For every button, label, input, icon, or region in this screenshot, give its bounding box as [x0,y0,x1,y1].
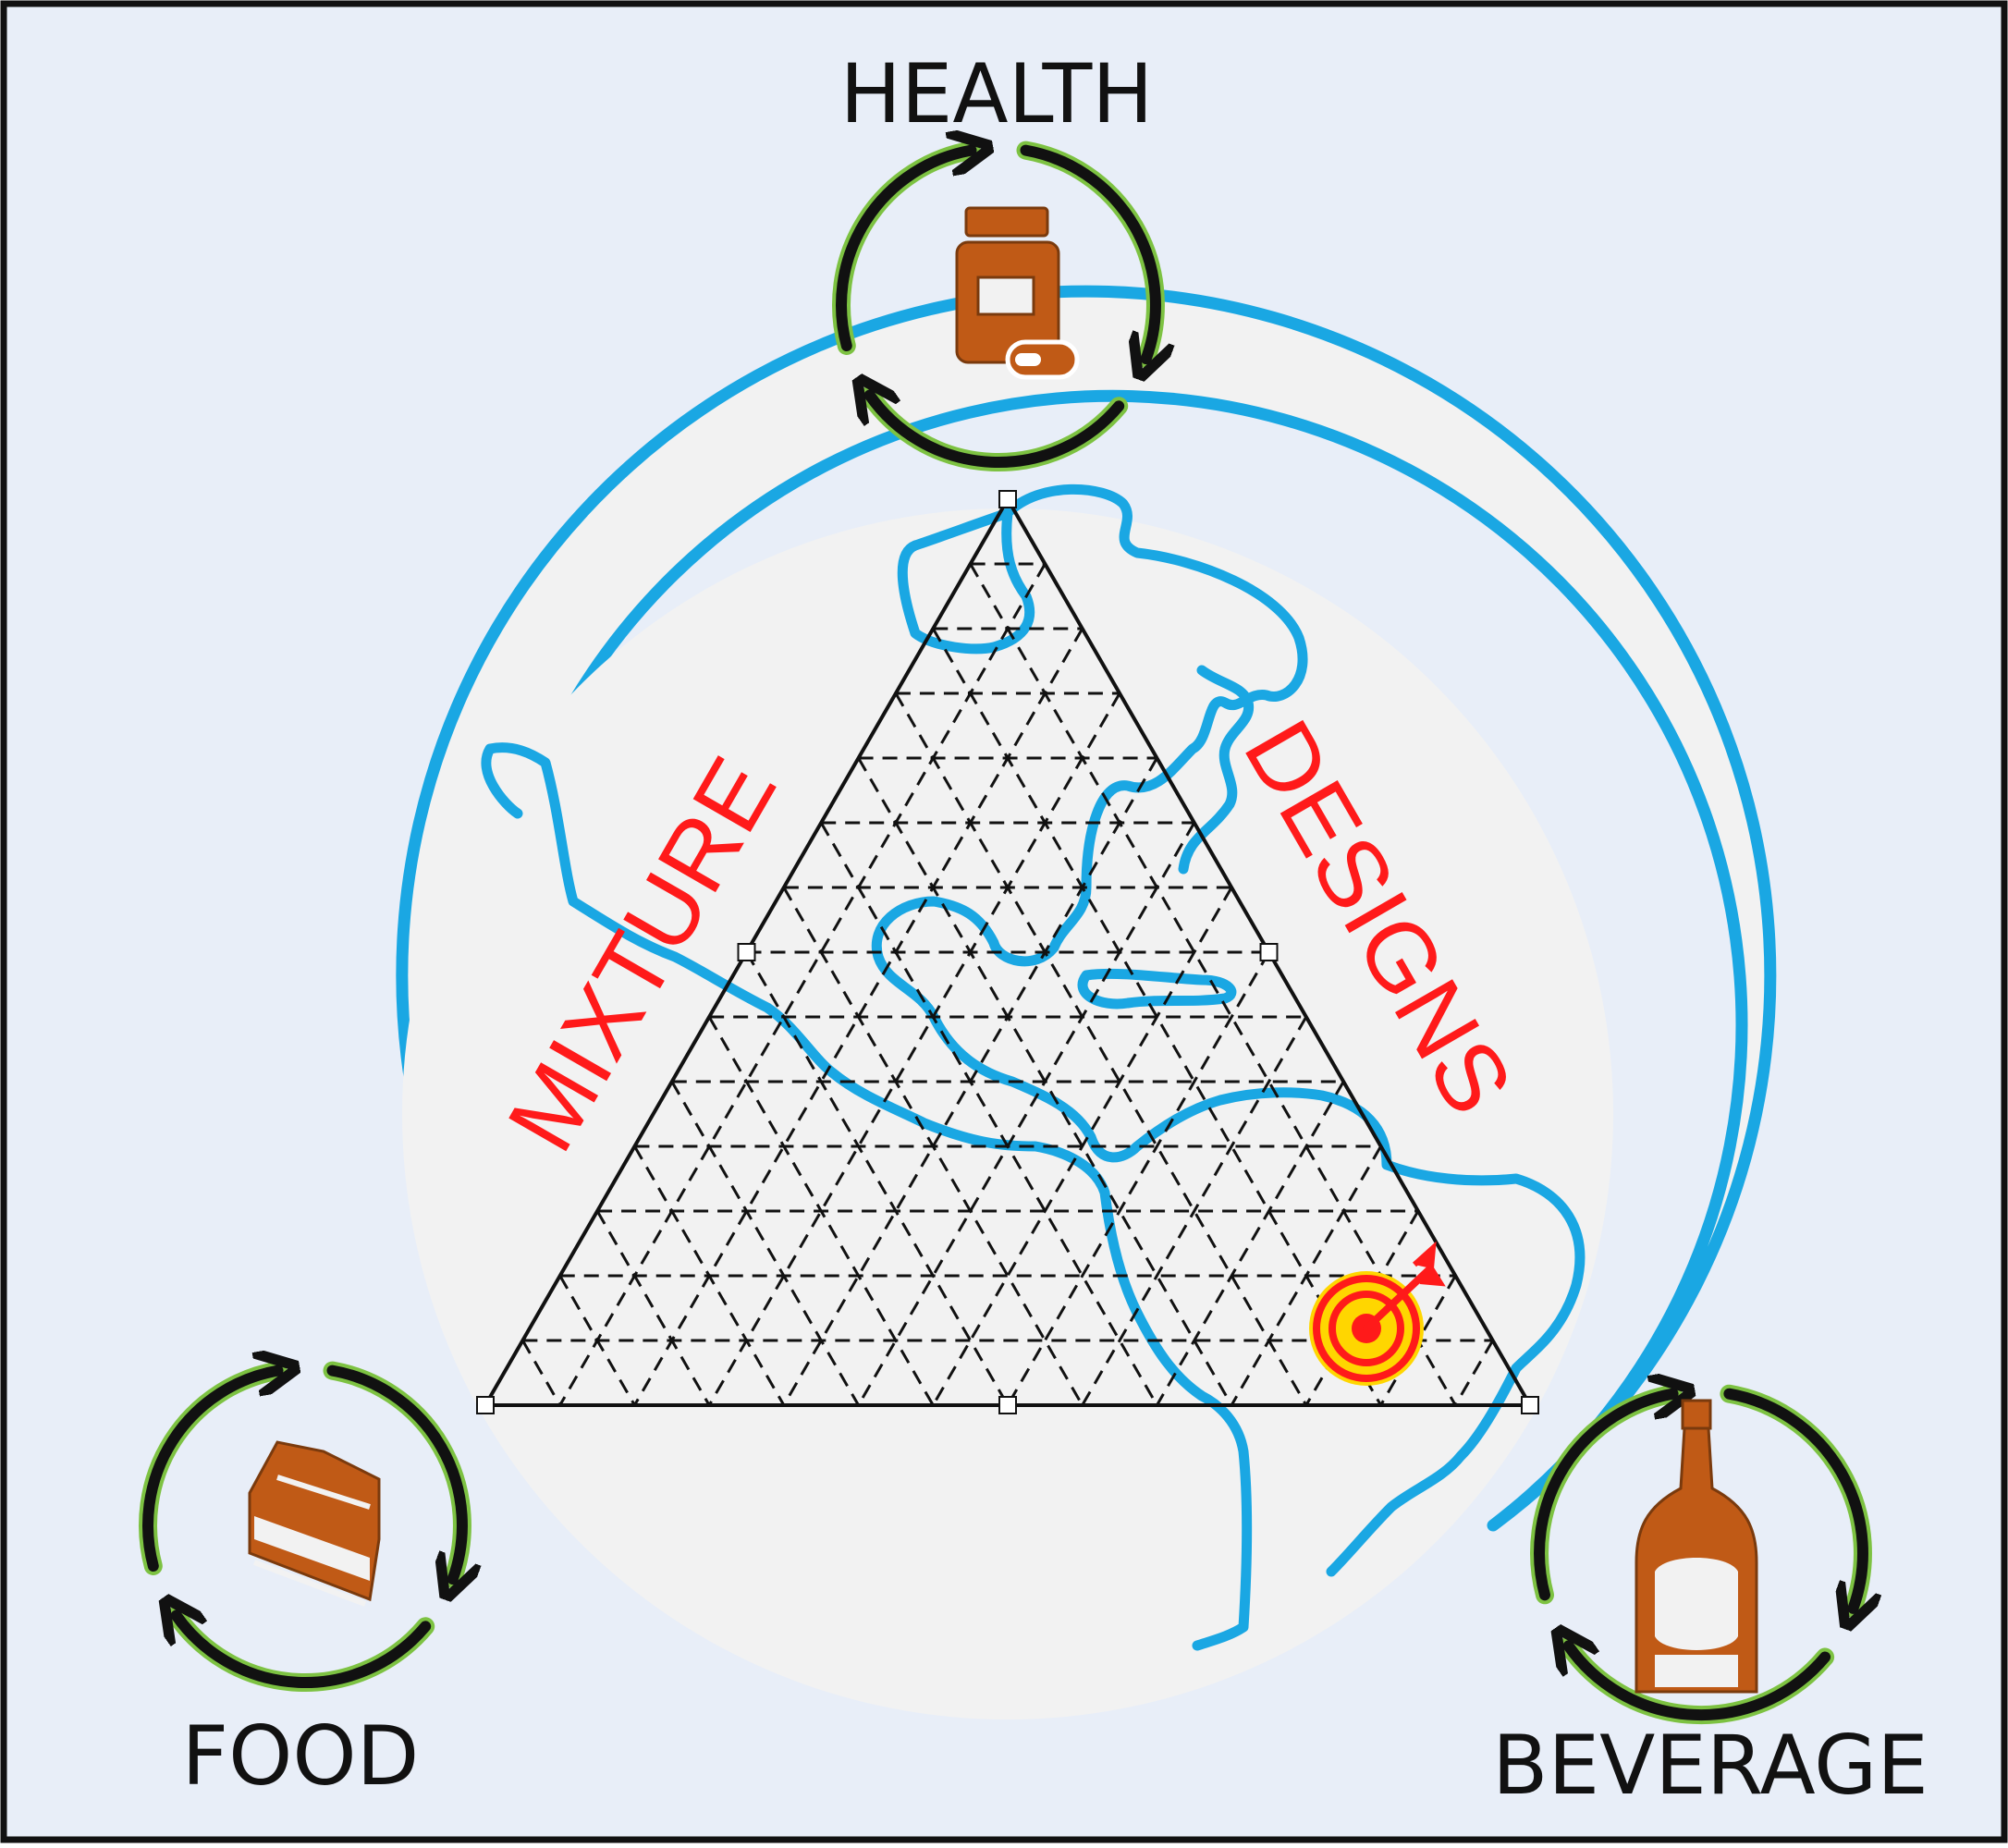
cake-slice-icon [248,1440,381,1607]
lattice-line [857,822,1196,1406]
continent-north [871,483,1586,1577]
health-label: HEALTH [840,46,1154,141]
circular-arrow [836,151,971,351]
lattice-line [521,1340,562,1406]
lattice-line [595,1210,711,1406]
lattice-line [819,822,1158,1406]
lattice-line [857,757,1233,1406]
circular-arrow [142,1371,277,1572]
cycle-arrows-health [832,144,1156,472]
design-point-marker [737,943,756,961]
cycle-arrows-beverage [1530,1388,1863,1725]
food-label: FOOD [182,1708,420,1804]
lattice-line [1453,1340,1494,1406]
circular-arrow [177,1616,432,1689]
continent-south [481,742,1253,1651]
circular-arrow [1534,1394,1673,1601]
lattice-line [894,692,1308,1406]
lattice-line [670,1081,860,1406]
lattice-line [969,563,1457,1406]
circular-arrow [326,1365,462,1580]
cycle-arrows-food [139,1365,462,1693]
target-arrow-icon [1309,1241,1446,1386]
lattice-line [633,628,1084,1406]
lattice-line [1006,951,1270,1406]
lattice-line [707,692,1121,1406]
lattice-line [558,563,1047,1406]
beverage-label: BEVERAGE [1492,1718,1928,1813]
globe [396,285,1777,1719]
simplex-lattice-grid [521,562,1494,1406]
lattice-line [1081,1016,1308,1406]
circular-arrow [1569,1646,1831,1721]
bottle-icon [1635,1399,1758,1694]
design-point-marker [1259,943,1279,961]
design-point-marker [1521,1396,1539,1414]
globe-inner-circle [402,508,1613,1719]
circular-arrow [1723,1388,1863,1609]
lattice-line [1156,1081,1345,1406]
lattice-line [931,887,1233,1406]
continent-east [1077,665,1255,1010]
design-point-marker [998,490,1017,508]
circular-arrow [1020,144,1156,360]
design-point-marker [476,1396,495,1414]
design-point-marker [998,1396,1017,1414]
circular-arrow [870,396,1125,469]
lattice-line [1304,1210,1420,1406]
vertex-markers [476,490,1539,1414]
medicine-bottle-icon [955,206,1080,380]
lattice-line [782,757,1158,1406]
lattice-line [745,951,1010,1406]
